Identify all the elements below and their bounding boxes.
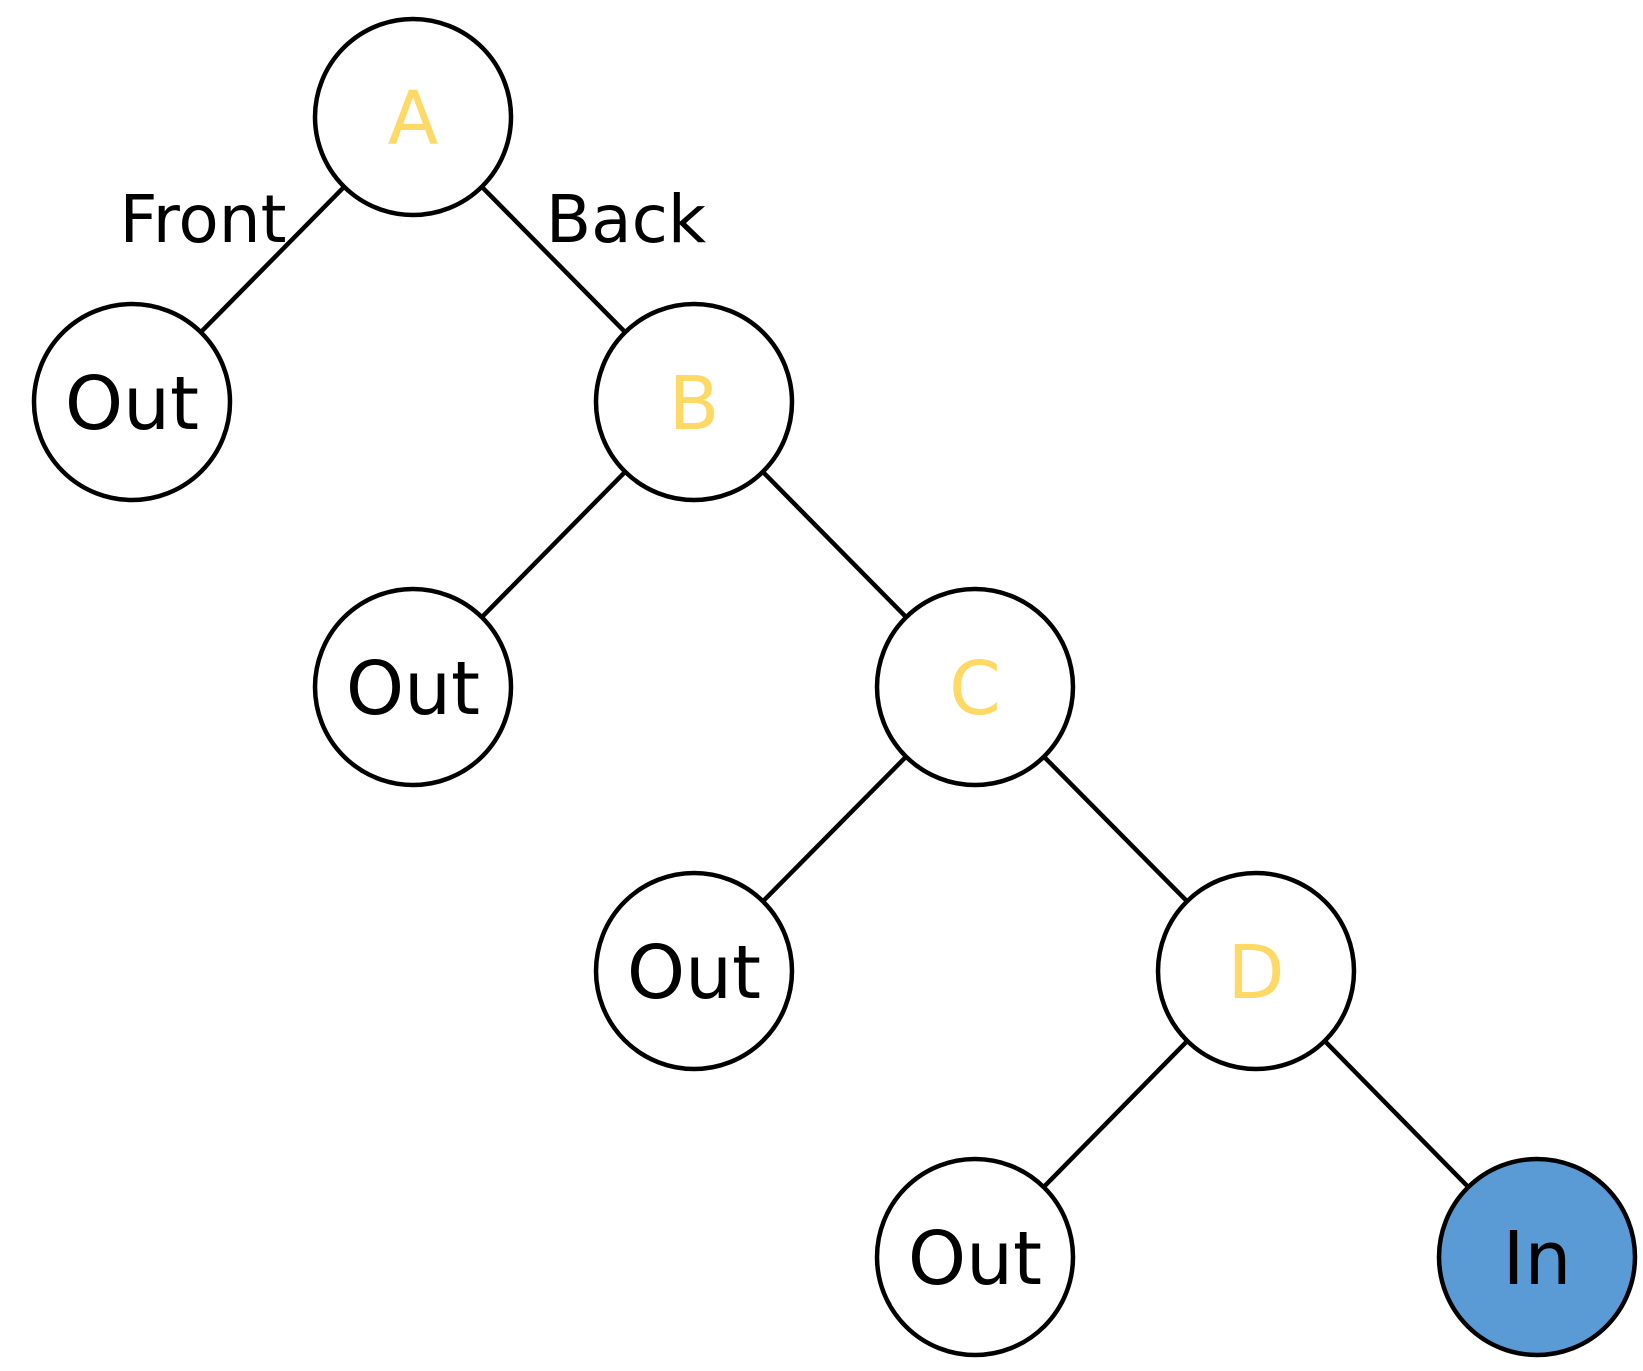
node-label: In [1503,1216,1572,1302]
node-circle [1155,870,1357,1072]
edge-B-C [761,470,908,619]
edge-A-B [480,185,627,334]
tree-node-a-front: Out [31,301,233,503]
tree-node-d: D [1155,870,1357,1072]
edge-label-back: Back [546,181,707,258]
tree-node-b-front: Out [312,586,514,788]
node-circle [593,870,795,1072]
node-label: C [949,646,1001,732]
node-circle [593,301,795,503]
edge-label-front: Front [120,181,287,258]
edge-A-A-front [199,185,346,334]
node-circle [312,586,514,788]
node-label: Out [908,1216,1042,1302]
node-circle [312,16,514,218]
tree-node-d-back: In [1436,1156,1638,1358]
tree-node-c-front: Out [593,870,795,1072]
node-circle [874,586,1076,788]
edge-C-D [1042,755,1189,903]
tree-node-b: B [593,301,795,503]
edges-layer [199,185,1470,1189]
node-circle [874,1156,1076,1358]
tree-node-a: A [312,16,514,218]
node-label: B [669,361,720,447]
node-label: A [388,76,439,162]
edge-D-D-back [1323,1039,1470,1189]
edge-C-C-front [761,755,908,903]
node-circle [1436,1156,1638,1358]
edge-B-B-front [480,470,627,619]
node-circle [31,301,233,503]
node-label: D [1228,930,1285,1016]
tree-node-d-front: Out [874,1156,1076,1358]
edge-D-D-front [1042,1039,1189,1189]
node-label: Out [627,930,761,1016]
tree-node-c: C [874,586,1076,788]
node-label: Out [346,646,480,732]
node-label: Out [65,361,199,447]
